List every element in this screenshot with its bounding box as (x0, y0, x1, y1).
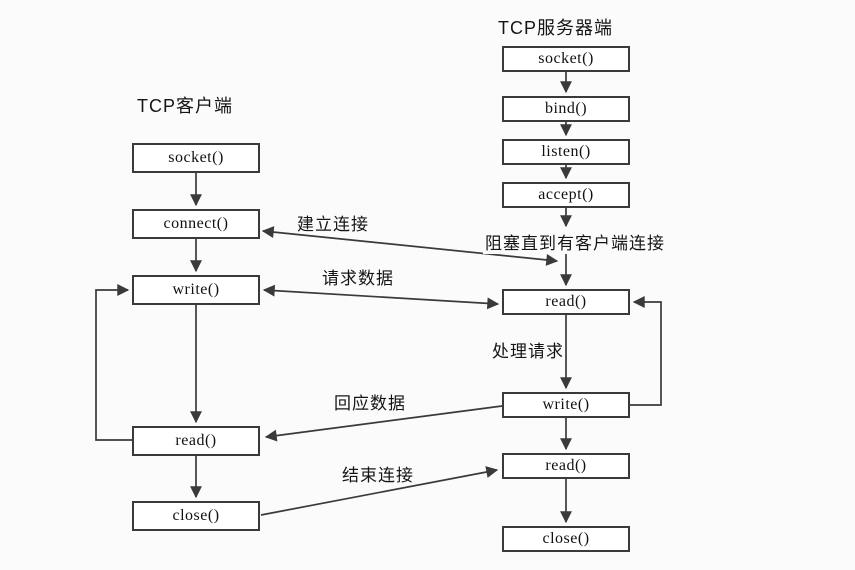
arrow-establish-connection (261, 226, 559, 266)
label-response-data: 回应数据 (334, 394, 406, 413)
label-block-until-client-connect: 阻塞直到有客户端连接 (483, 229, 667, 254)
client-node-read: read() (132, 426, 260, 456)
label-process-request: 处理请求 (492, 342, 564, 361)
label-finish-connection: 结束连接 (342, 466, 414, 485)
server-node-accept: accept() (502, 182, 630, 208)
arrow-client-loop-read-to-write (95, 284, 132, 441)
server-node-listen: listen() (502, 139, 630, 165)
client-node-write: write() (132, 275, 260, 305)
server-node-write: write() (502, 392, 630, 418)
server-node-read-1: read() (502, 289, 630, 315)
arrow-finish-connection (260, 466, 499, 516)
arrow-response-data (264, 405, 503, 442)
client-node-connect: connect() (132, 209, 260, 239)
server-node-socket: socket() (502, 46, 630, 72)
label-establish-connection: 建立连接 (297, 215, 369, 234)
label-request-data: 请求数据 (322, 269, 394, 288)
arrow-server-loop-write-to-read (630, 296, 662, 406)
server-node-bind: bind() (502, 96, 630, 122)
client-node-socket: socket() (132, 143, 260, 173)
client-node-close: close() (132, 501, 260, 531)
arrow-request-data (262, 284, 500, 310)
server-node-read-2: read() (502, 453, 630, 479)
server-column-title: TCP服务器端 (498, 18, 613, 38)
server-node-close: close() (502, 526, 630, 552)
client-column-title: TCP客户端 (137, 96, 233, 116)
